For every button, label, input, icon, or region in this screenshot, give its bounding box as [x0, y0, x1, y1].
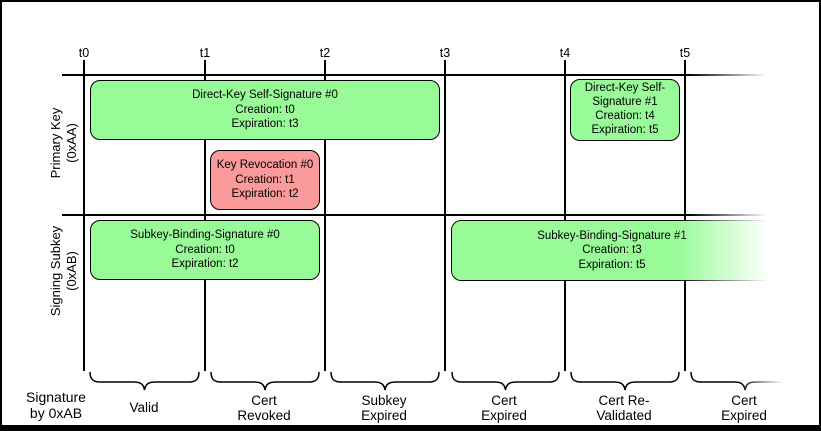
signature-title: Key Revocation #0 — [216, 159, 314, 172]
signature-box-subkey-binding-signature-0: Subkey-Binding-Signature #0 Creation: t0… — [90, 220, 320, 280]
signature-expiration: Expiration: t5 — [578, 258, 646, 271]
underbrace-segment-cert-revoked — [210, 372, 320, 392]
signing-subkey-track-line — [62, 214, 774, 216]
tick-label-t3: t3 — [439, 46, 451, 60]
primary-key-track-line — [62, 74, 774, 76]
signature-expiration: Expiration: t2 — [231, 188, 299, 201]
segment-label-valid: Valid — [129, 400, 159, 416]
segment-label-cert-revalidated: Cert Re- Validated — [596, 392, 652, 423]
signature-creation: Creation: t1 — [235, 173, 295, 186]
tick-line-t2 — [324, 60, 326, 371]
signature-title: Direct-Key Self-Signature #1 — [584, 82, 666, 109]
signature-title: Subkey-Binding-Signature #0 — [130, 229, 280, 242]
tick-line-t5 — [684, 60, 686, 371]
segment-label-cert-expired-final: Cert Expired — [721, 392, 767, 423]
tick-label-t5: t5 — [679, 46, 691, 60]
segment-label-subkey-expired: Subkey Expired — [361, 392, 407, 423]
signature-title: Subkey-Binding-Signature #1 — [537, 229, 687, 242]
signature-title: Direct-Key Self-Signature #0 — [192, 89, 338, 102]
underbrace-segment-subkey-expired — [330, 372, 440, 392]
segment-label-cert-expired: Cert Expired — [481, 392, 527, 423]
tick-label-t2: t2 — [319, 46, 331, 60]
tick-line-t4 — [564, 60, 566, 371]
signature-creation: Creation: t0 — [235, 103, 295, 116]
signature-creation: Creation: t3 — [582, 244, 642, 257]
tick-label-t1: t1 — [199, 46, 211, 60]
segment-label-cert-revoked: Cert Revoked — [237, 392, 291, 423]
signature-box-direct-key-self-signature-1: Direct-Key Self-Signature #1 Creation: t… — [570, 79, 680, 141]
signature-expiration: Expiration: t2 — [171, 258, 239, 271]
footer-axis-label-signature-by-0xab: Signature by 0xAB — [26, 389, 86, 421]
signature-box-direct-key-self-signature-0: Direct-Key Self-Signature #0 Creation: t… — [90, 80, 440, 140]
signature-expiration: Expiration: t3 — [231, 118, 299, 131]
underbrace-segment-cert-expired-final — [690, 372, 800, 392]
underbrace-segment-cert-revalidated — [570, 372, 680, 392]
signature-expiration: Expiration: t5 — [591, 123, 659, 136]
underbrace-segment-valid — [89, 372, 200, 392]
tick-line-t0 — [83, 60, 85, 371]
row-label-signing-subkey: Signing Subkey (0xAB) — [48, 225, 79, 317]
underbrace-segment-cert-expired — [451, 372, 560, 392]
signature-box-subkey-binding-signature-1: Subkey-Binding-Signature #1 Creation: t3… — [451, 220, 773, 281]
signature-creation: Creation: t0 — [175, 243, 235, 256]
tick-line-t1 — [204, 60, 206, 371]
signature-box-key-revocation-0: Key Revocation #0 Creation: t1 Expiratio… — [210, 150, 320, 210]
row-label-primary-key: Primary Key (0xAA) — [48, 107, 79, 179]
tick-line-t3 — [444, 60, 446, 371]
tick-label-t0: t0 — [78, 46, 90, 60]
signature-creation: Creation: t4 — [595, 110, 655, 122]
tick-label-t4: t4 — [559, 46, 571, 60]
